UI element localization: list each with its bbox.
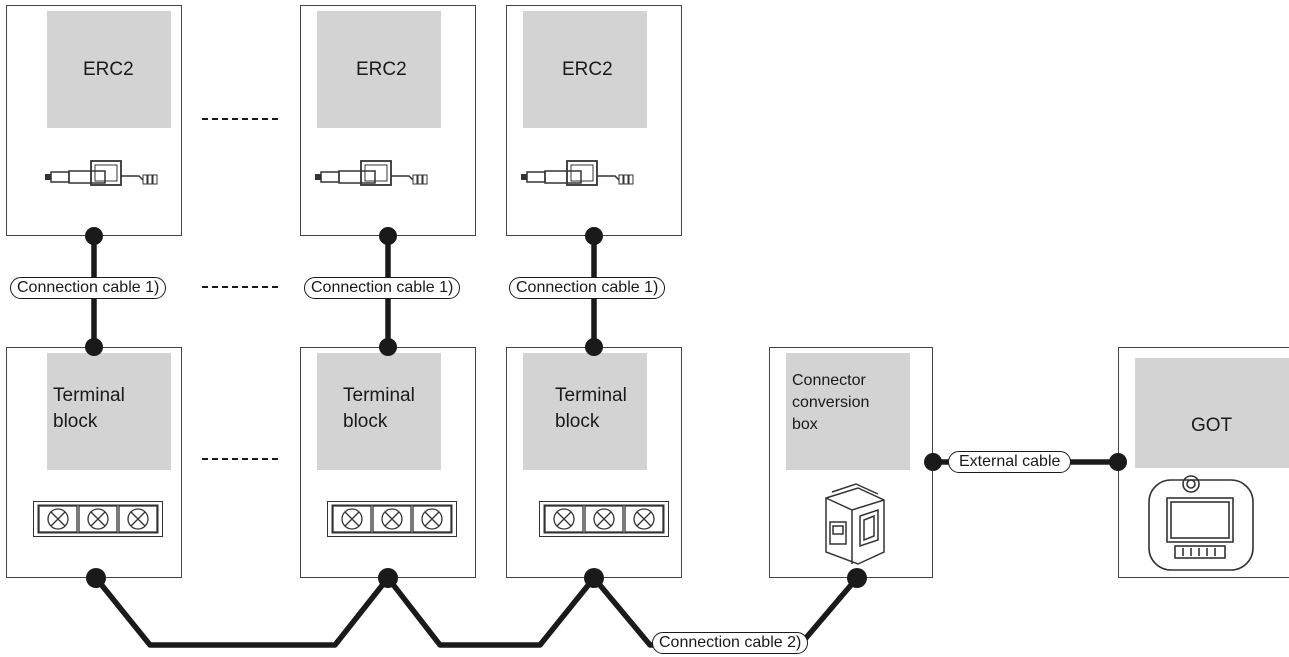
erc2-unit-2: ERC2	[300, 5, 476, 236]
converter-label-line2: conversion	[792, 394, 870, 411]
erc2-unit-3: ERC2	[506, 5, 682, 236]
connector-dot	[584, 568, 604, 588]
terminal-label-panel	[523, 353, 647, 470]
terminal-strip-icon	[33, 501, 163, 537]
connector-dot	[379, 338, 397, 356]
converter-label-panel	[786, 353, 910, 470]
terminal-label-line1: Terminal	[343, 385, 415, 406]
terminal-block-2: Terminal block	[300, 347, 476, 578]
actuator-icon	[315, 160, 428, 186]
terminal-label-line1: Terminal	[555, 385, 627, 406]
connection-cable-1-label: Connection cable 1)	[509, 277, 666, 299]
terminal-label-panel	[317, 353, 441, 470]
erc2-label: ERC2	[562, 59, 613, 80]
actuator-icon	[521, 160, 634, 186]
continuation-dashes-bottom	[202, 458, 278, 460]
terminal-label-line2: block	[53, 411, 98, 432]
connector-dot	[1109, 453, 1127, 471]
got-label-panel	[1135, 358, 1289, 468]
continuation-dashes-middle	[202, 286, 278, 288]
connector-dot	[85, 227, 103, 245]
connector-dot	[924, 453, 942, 471]
terminal-block-3: Terminal block	[506, 347, 682, 578]
erc2-label-panel	[47, 11, 171, 128]
connector-dot	[585, 338, 603, 356]
erc2-label: ERC2	[83, 59, 134, 80]
external-cable-label: External cable	[948, 451, 1072, 473]
terminal-strip-icon	[539, 501, 669, 537]
actuator-icon	[45, 160, 158, 186]
connector-dot	[585, 227, 603, 245]
terminal-block-1: Terminal block	[6, 347, 182, 578]
connector-dot	[85, 338, 103, 356]
terminal-label-line2: block	[343, 411, 388, 432]
erc2-unit-1: ERC2	[6, 5, 182, 236]
terminal-label-line2: block	[555, 411, 600, 432]
continuation-dashes-top	[202, 118, 278, 120]
terminal-label-line1: Terminal	[53, 385, 125, 406]
connector-dot	[378, 568, 398, 588]
connection-cable-1-label: Connection cable 1)	[304, 277, 461, 299]
connection-cable-1-label: Connection cable 1)	[10, 277, 167, 299]
converter-device-icon	[825, 483, 885, 565]
erc2-label-panel	[317, 11, 441, 128]
got-unit: GOT	[1118, 347, 1289, 578]
connector-dot	[379, 227, 397, 245]
converter-label-line3: box	[792, 416, 818, 433]
erc2-label-panel	[523, 11, 647, 128]
connector-conversion-box: Connector conversion box	[769, 347, 933, 578]
got-label: GOT	[1191, 415, 1233, 436]
erc2-label: ERC2	[356, 59, 407, 80]
connector-dot	[847, 568, 867, 588]
connection-cable-2-label: Connection cable 2)	[652, 632, 809, 654]
converter-label-line1: Connector	[792, 372, 866, 389]
terminal-label-panel	[47, 353, 171, 470]
got-panel-icon	[1148, 475, 1254, 571]
terminal-strip-icon	[327, 501, 457, 537]
connector-dot	[86, 568, 106, 588]
